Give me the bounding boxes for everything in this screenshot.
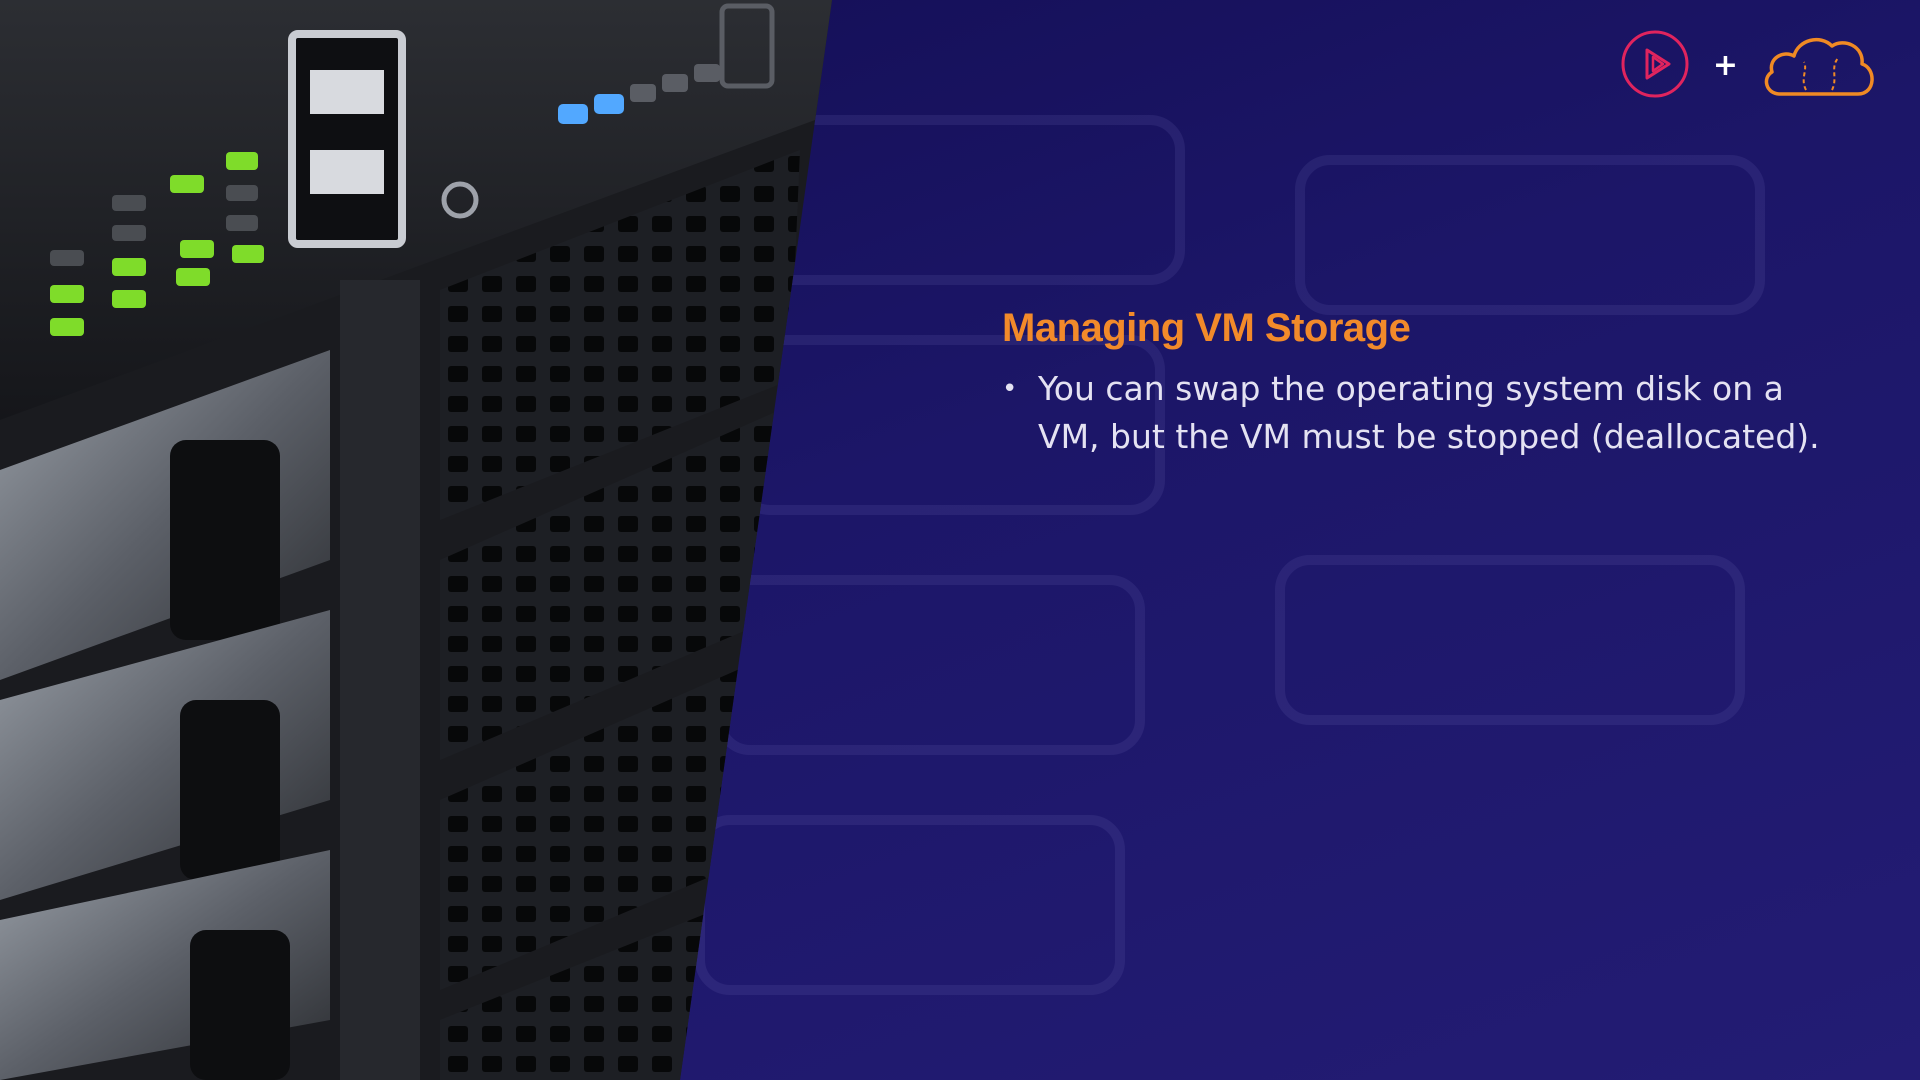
slide-title: Managing VM Storage [1002,306,1411,350]
bullet-dot-icon: • [1002,374,1018,404]
bullet-text: You can swap the operating system disk o… [1038,369,1820,456]
bullet-list: • You can swap the operating system disk… [1002,365,1842,461]
slide-content: Managing VM Storage • You can swap the o… [1002,306,1842,461]
play-logo-icon [1619,28,1691,104]
header-logos: + [1619,28,1878,104]
logo-separator: + [1712,48,1738,83]
cloud-logo-icon [1760,28,1878,104]
bullet-item: • You can swap the operating system disk… [1002,365,1842,461]
